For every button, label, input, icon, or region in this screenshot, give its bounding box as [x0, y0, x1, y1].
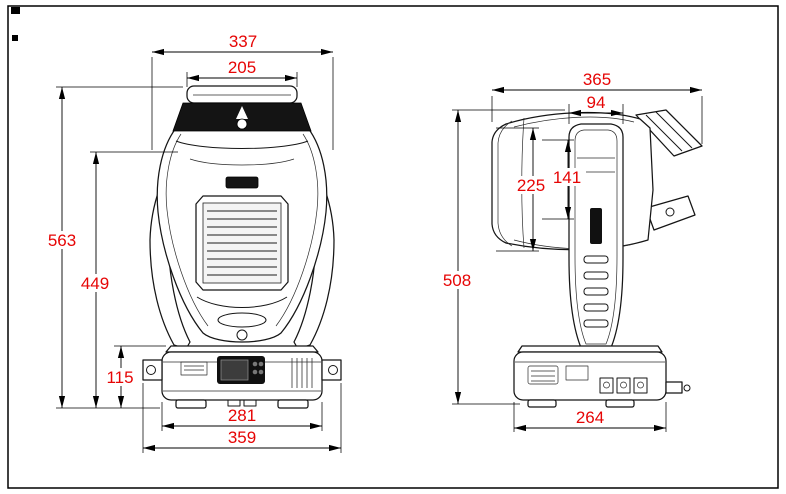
base-bottom-details — [227, 399, 257, 407]
dim-side-overall-height: 508 — [440, 109, 565, 405]
front-view — [142, 85, 342, 409]
dim-label-overall-depth: 365 — [583, 70, 611, 89]
dim-side-base-depth: 264 — [513, 402, 667, 432]
display-screen — [220, 359, 249, 381]
rear-fin-lines — [645, 111, 693, 152]
head-bottom-hub — [236, 329, 248, 341]
arm-vents — [583, 255, 609, 328]
dim-front-upper-height: 449 — [77, 151, 178, 408]
dim-label-base-depth: 264 — [576, 408, 604, 427]
brand-plate — [225, 176, 259, 189]
display-buttons — [252, 361, 264, 375]
base-vent-side — [527, 365, 589, 385]
dim-front-base-full-width: 359 — [142, 383, 342, 453]
dim-label-lens-height: 141 — [553, 168, 581, 187]
dim-label-base-width: 281 — [228, 406, 256, 425]
dim-side-arm-width: 94 — [568, 93, 624, 124]
mount-hole-left — [146, 365, 156, 375]
dim-label-head-top-width: 205 — [228, 58, 256, 77]
head-top-knob — [236, 118, 248, 130]
side-dimensions: 365 94 225 141 508 — [440, 70, 703, 432]
dim-label-side-overall-height: 508 — [443, 271, 471, 290]
dim-label-arm-width: 94 — [587, 93, 606, 112]
drawing-border — [7, 5, 779, 489]
base-body-side — [513, 351, 667, 401]
foot-right — [277, 399, 309, 409]
dim-label-head-width: 337 — [229, 32, 257, 51]
base-connectors — [599, 377, 648, 394]
dim-label-base-height: 115 — [106, 368, 133, 387]
dim-label-overall-height: 563 — [48, 231, 76, 250]
mount-hole-right — [328, 365, 338, 375]
arm-brand-label — [590, 208, 602, 244]
base-vents — [291, 358, 313, 388]
side-view — [491, 109, 703, 408]
dim-front-overall-height: 563 — [44, 86, 183, 409]
dim-front-head-top-width: 205 — [186, 58, 298, 87]
head-shell-contours — [165, 133, 319, 327]
dim-label-upper-height: 449 — [81, 274, 109, 293]
base-top-plate — [165, 345, 319, 353]
dim-side-head-front-height: 225 — [496, 127, 550, 252]
dim-label-head-front-height: 225 — [517, 176, 545, 195]
base-top-plate-side — [517, 345, 663, 353]
dim-front-base-width: 281 — [161, 402, 323, 431]
dim-front-head-width: 337 — [151, 32, 334, 150]
ink-marks — [11, 7, 20, 41]
grille-slats — [207, 210, 277, 276]
base-label — [180, 361, 208, 376]
dim-side-lens-height: 141 — [542, 139, 586, 220]
head-top-cap — [186, 85, 298, 104]
head-bottom-ring — [217, 312, 267, 328]
head-top-notch — [236, 106, 248, 119]
dim-front-base-height: 115 — [102, 345, 166, 408]
yoke-arm-side-inner — [574, 129, 618, 345]
head-lower-details — [196, 296, 288, 341]
foot-left — [175, 399, 207, 409]
mount-tab-right — [321, 359, 342, 381]
base-side-pin — [683, 384, 691, 392]
front-dimensions: 337 205 563 449 115 — [44, 32, 342, 453]
base-side-tab — [665, 381, 683, 394]
mount-tab-left — [142, 359, 163, 381]
dim-side-overall-depth: 365 — [491, 70, 703, 144]
rear-bracket-hole — [665, 207, 675, 217]
dim-label-base-full-width: 359 — [228, 428, 256, 447]
rear-bracket — [645, 195, 696, 231]
foot-side-right — [605, 399, 635, 408]
foot-side-left — [527, 399, 557, 408]
